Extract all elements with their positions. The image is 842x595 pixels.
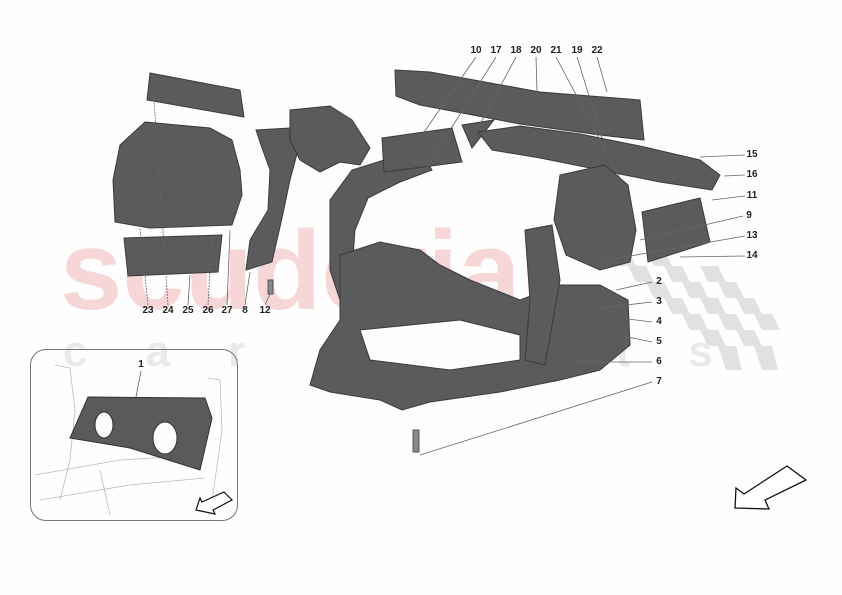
callout-20[interactable]: 20 <box>530 45 542 56</box>
callout-6[interactable]: 6 <box>656 356 662 367</box>
part-front-arch <box>329 149 433 302</box>
part-front-bulkhead <box>289 105 371 173</box>
callout-23[interactable]: 23 <box>142 305 154 316</box>
parts <box>112 69 721 453</box>
inset-detail-frame <box>30 349 238 521</box>
inset-direction-arrow <box>195 491 234 515</box>
callout-25[interactable]: 25 <box>182 305 194 316</box>
callout-3[interactable]: 3 <box>656 296 662 307</box>
callout-12[interactable]: 12 <box>259 305 271 316</box>
callout-2[interactable]: 2 <box>656 276 662 287</box>
callout-9[interactable]: 9 <box>746 210 752 221</box>
checker-flag-watermark <box>610 250 780 370</box>
callout-4[interactable]: 4 <box>656 316 662 327</box>
part-box-10 <box>381 127 463 173</box>
part-cross-member <box>477 125 721 191</box>
callout-7[interactable]: 7 <box>656 376 662 387</box>
callout-19[interactable]: 19 <box>571 45 583 56</box>
callout-18[interactable]: 18 <box>510 45 522 56</box>
callout-17[interactable]: 17 <box>490 45 502 56</box>
callout-27[interactable]: 27 <box>221 305 233 316</box>
callout-13[interactable]: 13 <box>746 230 758 241</box>
callout-22[interactable]: 22 <box>591 45 603 56</box>
part-bolt-12 <box>267 279 274 295</box>
leader-lines <box>134 56 746 456</box>
callout-24[interactable]: 24 <box>162 305 174 316</box>
callout-16[interactable]: 16 <box>746 169 758 180</box>
callout-1[interactable]: 1 <box>138 359 144 370</box>
bulkhead-hole-right <box>152 421 178 455</box>
part-bolt-7 <box>412 429 420 453</box>
callout-21[interactable]: 21 <box>550 45 562 56</box>
callout-15[interactable]: 15 <box>746 149 758 160</box>
part-upper-trim-panel <box>146 72 245 118</box>
subframe-opening <box>359 319 521 371</box>
callout-11[interactable]: 11 <box>746 190 758 201</box>
part-right-strut <box>524 224 561 366</box>
part-a-pillar <box>245 127 299 271</box>
callout-5[interactable]: 5 <box>656 336 662 347</box>
part-wheelhouse-liner <box>112 121 243 229</box>
direction-arrow <box>734 465 808 510</box>
callout-10[interactable]: 10 <box>470 45 482 56</box>
part-right-bracket <box>553 164 637 271</box>
callout-14[interactable]: 14 <box>746 250 758 261</box>
part-lower-trim-panel <box>123 234 223 277</box>
bulkhead-hole-left <box>94 411 114 439</box>
callout-26[interactable]: 26 <box>202 305 214 316</box>
part-cowl-beam <box>394 69 645 141</box>
callout-8[interactable]: 8 <box>242 305 248 316</box>
